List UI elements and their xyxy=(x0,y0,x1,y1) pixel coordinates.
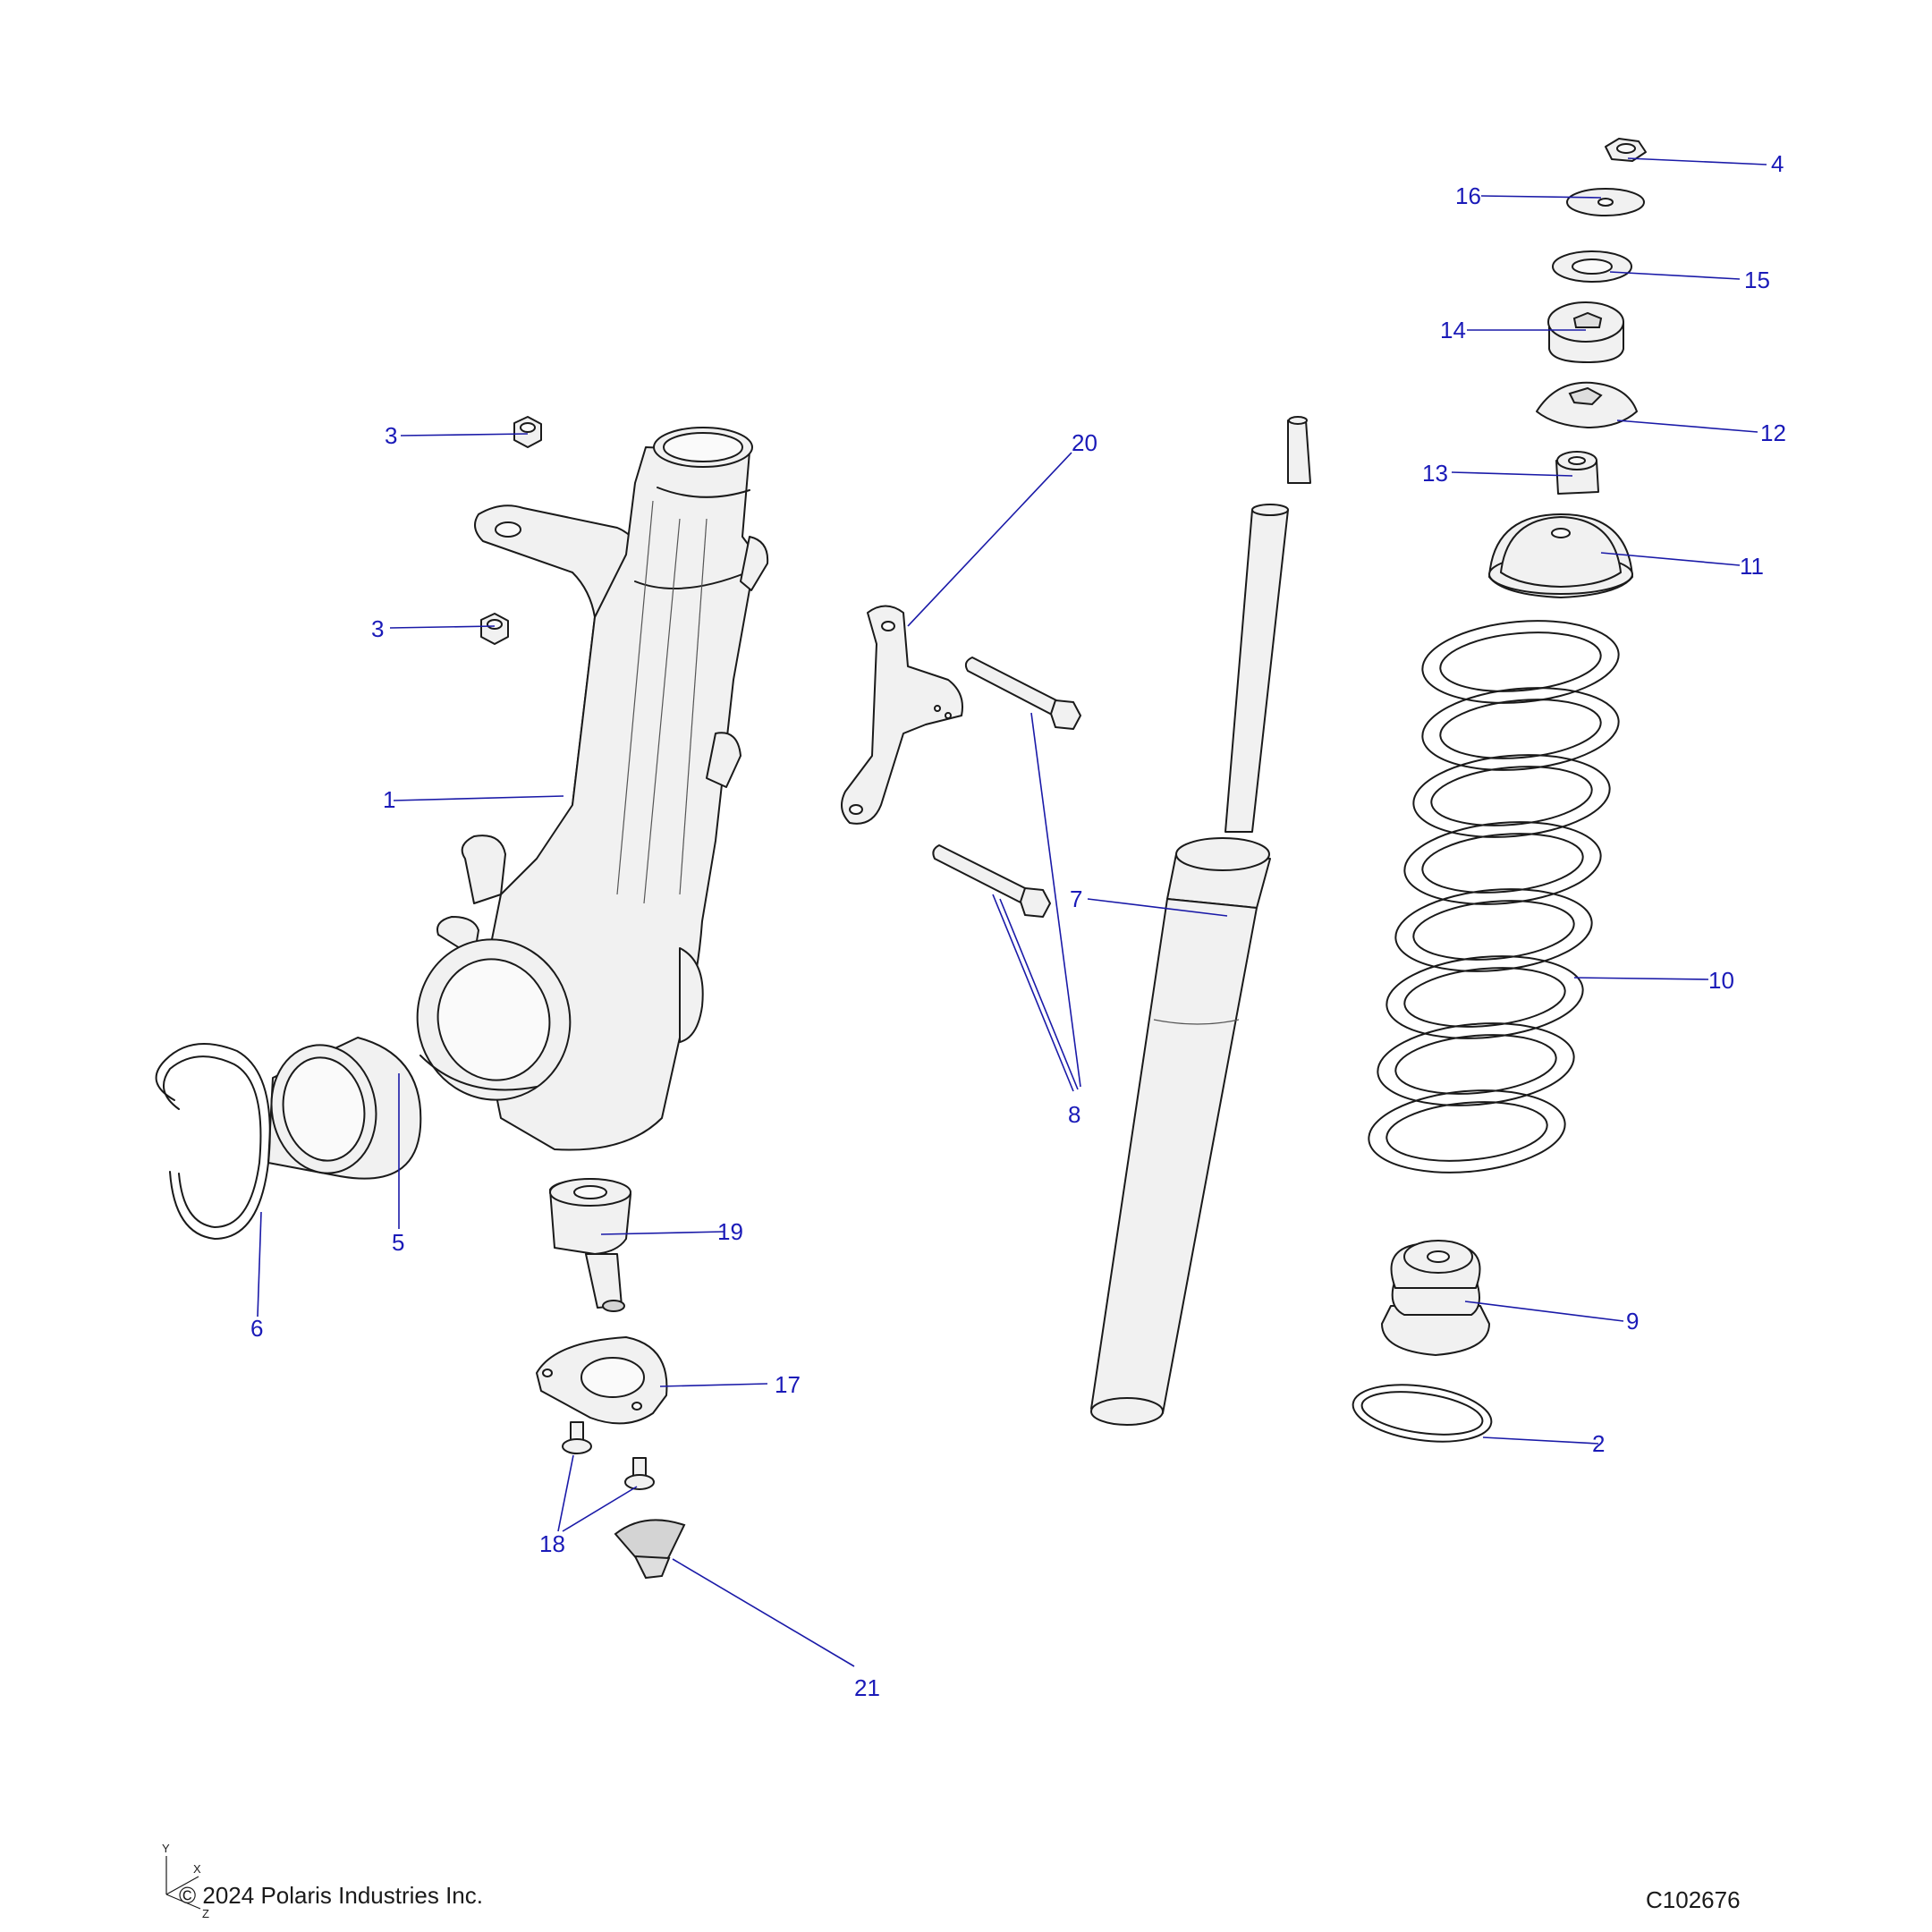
callout-9: 9 xyxy=(1626,1308,1639,1335)
part-spring[interactable] xyxy=(1365,614,1622,1181)
part-bolt-lower[interactable] xyxy=(932,844,1051,918)
part-top-nut[interactable] xyxy=(1605,138,1647,162)
copyright-text: © 2024 Polaris Industries Inc. xyxy=(179,1882,483,1909)
part-spring-seat[interactable] xyxy=(1488,513,1633,598)
axis-z-label: Z xyxy=(202,1907,209,1920)
callout-11: 11 xyxy=(1740,553,1764,580)
callout-21: 21 xyxy=(854,1674,880,1701)
part-screw-a[interactable] xyxy=(562,1421,592,1454)
callout-2: 2 xyxy=(1592,1430,1605,1457)
callout-labels: 3 3 4 16 15 14 12 13 11 10 9 2 1 20 7 8 … xyxy=(250,150,1786,1701)
callout-8: 8 xyxy=(1068,1101,1080,1128)
part-mounting-plate[interactable] xyxy=(536,1336,668,1425)
axis-triad: Y X Z xyxy=(162,1842,209,1920)
callout-3-upper: 3 xyxy=(385,422,397,449)
part-upper-mount[interactable] xyxy=(1547,301,1624,363)
callout-13: 13 xyxy=(1422,460,1448,487)
part-ring-gasket[interactable] xyxy=(1350,1377,1496,1449)
callout-7: 7 xyxy=(1070,886,1082,912)
part-wheel-bearing[interactable] xyxy=(261,1037,422,1182)
axis-x-label: X xyxy=(193,1862,201,1876)
part-nut-upper[interactable] xyxy=(513,416,542,448)
part-screw-b[interactable] xyxy=(624,1457,655,1490)
part-dome-cap[interactable] xyxy=(1536,381,1638,428)
callout-5: 5 xyxy=(392,1229,404,1256)
callout-12: 12 xyxy=(1760,419,1786,446)
part-boot[interactable] xyxy=(614,1519,686,1580)
callout-10: 10 xyxy=(1708,967,1734,994)
part-knuckle[interactable] xyxy=(400,427,769,1151)
callout-4: 4 xyxy=(1771,150,1784,177)
callout-3-lower: 3 xyxy=(371,615,384,642)
callout-17: 17 xyxy=(775,1371,801,1398)
part-washer-lower[interactable] xyxy=(1552,250,1632,283)
part-bracket[interactable] xyxy=(841,605,963,825)
callout-20: 20 xyxy=(1072,429,1097,456)
callout-18: 18 xyxy=(539,1530,565,1557)
part-ball-joint[interactable] xyxy=(549,1178,631,1312)
callout-19: 19 xyxy=(717,1218,743,1245)
callout-6: 6 xyxy=(250,1315,263,1342)
part-washer-upper[interactable] xyxy=(1566,188,1645,216)
callout-15: 15 xyxy=(1744,267,1770,293)
leader-lines xyxy=(257,157,1767,1667)
axis-y-label: Y xyxy=(162,1842,170,1855)
part-spacer[interactable] xyxy=(1555,451,1599,495)
part-snap-ring[interactable] xyxy=(155,1043,271,1241)
part-shock[interactable] xyxy=(1090,416,1311,1426)
part-bump-stop[interactable] xyxy=(1381,1240,1490,1356)
callout-16: 16 xyxy=(1455,182,1481,209)
part-bolt-upper[interactable] xyxy=(964,657,1081,730)
diagram-id: C102676 xyxy=(1646,1886,1741,1913)
part-nut-lower[interactable] xyxy=(480,613,509,645)
callout-1: 1 xyxy=(383,786,395,813)
callout-14: 14 xyxy=(1440,317,1466,343)
